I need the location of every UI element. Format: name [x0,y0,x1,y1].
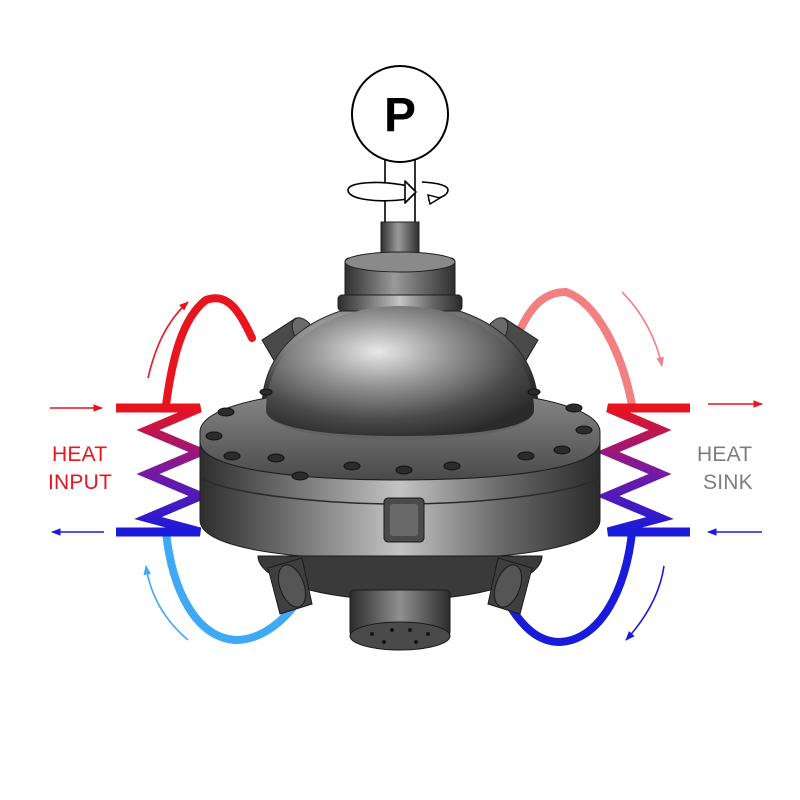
bottom-cap-face [349,621,451,651]
dome-overlay [266,306,534,436]
right-loop [501,287,763,647]
pump-symbol-letter: P [384,89,416,142]
left-loop-cool-pipe [162,528,304,645]
right-flow-arrow-return [625,565,665,641]
right-heat-coil-icon [596,403,690,537]
bottom-cap-holes [370,628,430,644]
left-flow-arrow-up [147,301,189,379]
flange-bolts [205,388,593,481]
pump-body [199,221,601,651]
heat-sink-label-line2: SINK [703,471,753,494]
right-loop-hot-pipe [512,287,636,409]
bearing-housing-top [344,251,456,273]
right-flow-arrow-down [621,291,664,367]
left-loop [50,294,304,645]
left-flow-arrow-return [143,565,189,641]
heat-input-label-line1: HEAT [52,443,108,466]
left-loop-hot-pipe [162,294,256,409]
heat-sink-label-line1: HEAT [697,443,753,466]
heat-input-label-line2: INPUT [48,471,112,494]
lower-right-port [487,557,533,615]
rotation-arrow-icon [347,180,449,206]
left-heat-coil-icon [116,403,212,537]
lower-left-port [267,557,313,615]
right-loop-cold-pipe [501,528,636,647]
pump-symbol: P [347,65,449,222]
pump-icon [351,65,449,163]
